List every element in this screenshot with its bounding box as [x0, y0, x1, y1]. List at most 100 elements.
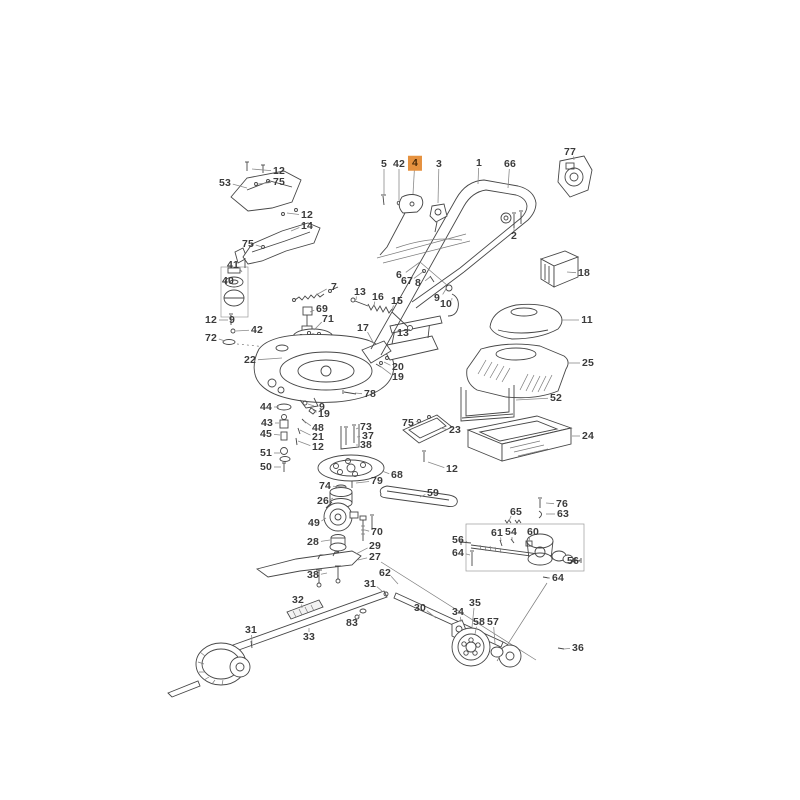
part-label-72[interactable]: 72: [204, 331, 218, 344]
part-label-38[interactable]: 38: [359, 438, 373, 451]
part-label-67[interactable]: 67: [400, 274, 414, 287]
part-label-78[interactable]: 78: [363, 387, 377, 400]
part-label-83[interactable]: 83: [345, 616, 359, 629]
part-label-61[interactable]: 61: [490, 526, 504, 539]
leader-line: [235, 329, 250, 332]
part-label-33[interactable]: 33: [302, 630, 316, 643]
part-label-15[interactable]: 15: [390, 294, 404, 307]
part-label-38[interactable]: 38: [306, 568, 320, 581]
part-label-5[interactable]: 5: [380, 157, 388, 170]
part-label-64[interactable]: 64: [451, 546, 465, 559]
leader-line: [320, 572, 328, 575]
part-label-34[interactable]: 34: [451, 605, 465, 618]
part-label-20[interactable]: 20: [391, 360, 405, 373]
part-label-50[interactable]: 50: [259, 460, 273, 473]
part-label-19[interactable]: 19: [317, 407, 331, 420]
leader-line: [332, 485, 347, 488]
part-label-24[interactable]: 24: [581, 429, 595, 442]
part-label-77[interactable]: 77: [563, 145, 577, 158]
part-label-48[interactable]: 48: [311, 421, 325, 434]
part-label-25[interactable]: 25: [581, 356, 595, 369]
part-label-14[interactable]: 14: [300, 219, 314, 232]
part-label-32[interactable]: 32: [291, 593, 305, 606]
part-label-13[interactable]: 13: [396, 326, 410, 339]
part-label-64[interactable]: 64: [551, 571, 565, 584]
part-label-52[interactable]: 52: [549, 391, 563, 404]
part-label-56[interactable]: 56: [566, 554, 580, 567]
part-label-12[interactable]: 12: [311, 440, 325, 453]
part-label-12[interactable]: 12: [300, 208, 314, 221]
part-label-29[interactable]: 29: [368, 539, 382, 552]
part-label-73[interactable]: 73: [359, 420, 373, 433]
part-label-43[interactable]: 43: [260, 416, 274, 429]
part-label-9[interactable]: 9: [433, 291, 441, 304]
part-label-65[interactable]: 65: [509, 505, 523, 518]
part-label-16[interactable]: 16: [371, 290, 385, 303]
part-label-59[interactable]: 59: [426, 486, 440, 499]
part-label-9[interactable]: 9: [228, 313, 236, 326]
part-label-69[interactable]: 69: [315, 302, 329, 315]
part-label-70[interactable]: 70: [370, 525, 384, 538]
part-label-8[interactable]: 8: [414, 276, 422, 289]
part-label-58[interactable]: 58: [472, 615, 486, 628]
part-label-54[interactable]: 54: [504, 525, 518, 538]
part-label-37[interactable]: 37: [361, 429, 375, 442]
leader-line: [312, 409, 317, 413]
leader-line: [367, 331, 375, 345]
part-label-27[interactable]: 27: [368, 550, 382, 563]
part-label-35[interactable]: 35: [468, 596, 482, 609]
part-label-42[interactable]: 42: [392, 157, 406, 170]
part-label-12[interactable]: 12: [204, 313, 218, 326]
part-label-56[interactable]: 56: [451, 533, 465, 546]
part-label-51[interactable]: 51: [259, 446, 273, 459]
part-label-10[interactable]: 10: [439, 297, 453, 310]
part-label-1[interactable]: 1: [475, 156, 483, 169]
part-label-26[interactable]: 26: [316, 494, 330, 507]
part-label-45[interactable]: 45: [259, 427, 273, 440]
part-label-75[interactable]: 75: [401, 416, 415, 429]
part-label-36[interactable]: 36: [571, 641, 585, 654]
part-label-7[interactable]: 7: [330, 280, 338, 293]
leader-line: [419, 494, 426, 498]
part-label-22[interactable]: 22: [243, 353, 257, 366]
part-label-21[interactable]: 21: [311, 430, 325, 443]
part-label-2[interactable]: 2: [510, 229, 518, 242]
part-label-12[interactable]: 12: [272, 164, 286, 177]
part-label-66[interactable]: 66: [503, 157, 517, 170]
part-label-60[interactable]: 60: [526, 525, 540, 538]
part-label-76[interactable]: 76: [555, 497, 569, 510]
part-label-3[interactable]: 3: [435, 157, 443, 170]
part-label-6[interactable]: 6: [395, 268, 403, 281]
part-label-44[interactable]: 44: [259, 400, 273, 413]
part-label-30[interactable]: 30: [413, 601, 427, 614]
part-label-41[interactable]: 41: [226, 258, 240, 271]
part-label-17[interactable]: 17: [356, 321, 370, 334]
leader-line: [381, 470, 390, 475]
part-label-63[interactable]: 63: [556, 507, 570, 520]
part-label-12[interactable]: 12: [445, 462, 459, 475]
part-label-19[interactable]: 19: [391, 370, 405, 383]
part-label-71[interactable]: 71: [321, 312, 335, 325]
part-label-75[interactable]: 75: [241, 237, 255, 250]
part-label-13[interactable]: 13: [353, 285, 367, 298]
part-label-11[interactable]: 11: [581, 313, 593, 326]
part-label-53[interactable]: 53: [218, 176, 232, 189]
part-label-18[interactable]: 18: [577, 266, 591, 279]
part-label-68[interactable]: 68: [390, 468, 404, 481]
part-label-28[interactable]: 28: [306, 535, 320, 548]
part-label-23[interactable]: 23: [448, 423, 462, 436]
part-label-31[interactable]: 31: [363, 577, 377, 590]
part-label-9[interactable]: 9: [318, 400, 326, 413]
part-label-42[interactable]: 42: [250, 323, 264, 336]
leader-line: [424, 276, 431, 282]
part-label-40[interactable]: 40: [221, 274, 235, 287]
part-label-31[interactable]: 31: [244, 623, 258, 636]
part-label-75[interactable]: 75: [272, 175, 286, 188]
part-label-57[interactable]: 57: [486, 615, 500, 628]
part-label-62[interactable]: 62: [378, 566, 392, 579]
part-label-49[interactable]: 49: [307, 516, 321, 529]
part-label-74[interactable]: 74: [318, 479, 332, 492]
leader-line: [437, 168, 440, 204]
part-label-79[interactable]: 79: [370, 474, 384, 487]
part-label-4-selected[interactable]: 4: [407, 155, 423, 171]
